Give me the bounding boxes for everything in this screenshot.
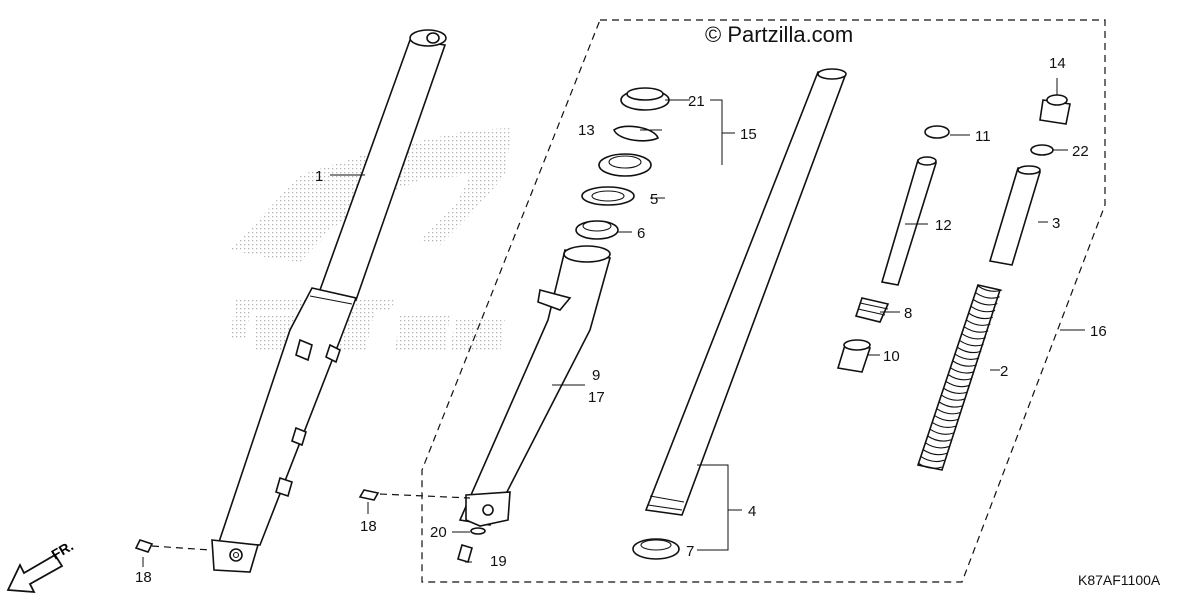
label-16[interactable]: 16 [1090,323,1107,340]
label-14[interactable]: 14 [1049,55,1066,72]
leader-lines [142,78,1085,567]
fork-assembly-left [211,29,447,573]
label-1[interactable]: 1 [315,168,323,185]
label-19[interactable]: 19 [490,553,507,570]
label-18a[interactable]: 18 [135,569,152,586]
label-17[interactable]: 17 [588,389,605,406]
part-labels: 1 21 13 15 5 6 9 17 4 7 11 12 8 10 14 22… [135,55,1107,586]
label-2[interactable]: 2 [1000,363,1008,380]
inner-fork-tube [632,68,847,560]
bolt-18a [134,539,211,553]
label-5[interactable]: 5 [650,191,658,208]
label-22[interactable]: 22 [1072,143,1089,160]
bolt-18b [358,489,471,501]
label-21[interactable]: 21 [688,93,705,110]
damper-rod-group [836,125,950,373]
spring-group [916,94,1071,471]
label-11[interactable]: 11 [975,128,991,145]
label-4[interactable]: 4 [748,503,756,520]
front-direction-arrow: FR. [6,537,76,594]
seal-group [575,87,670,240]
label-9[interactable]: 9 [592,367,600,384]
bolt-19 [457,544,473,563]
label-13[interactable]: 13 [578,122,595,139]
label-12[interactable]: 12 [935,217,952,234]
fork-slider [458,245,612,527]
label-18b[interactable]: 18 [360,518,377,535]
label-6[interactable]: 6 [637,225,645,242]
label-8[interactable]: 8 [904,305,912,322]
copyright-notice: © Partzilla.com [705,22,854,47]
label-20[interactable]: 20 [430,524,447,541]
label-10[interactable]: 10 [883,348,900,365]
washer-20 [470,527,486,535]
diagram-code: K87AF1100A [1078,572,1161,588]
label-7[interactable]: 7 [686,543,694,560]
label-3[interactable]: 3 [1052,215,1060,232]
assembly-dashed-outline [421,19,1106,583]
label-15[interactable]: 15 [740,126,757,143]
